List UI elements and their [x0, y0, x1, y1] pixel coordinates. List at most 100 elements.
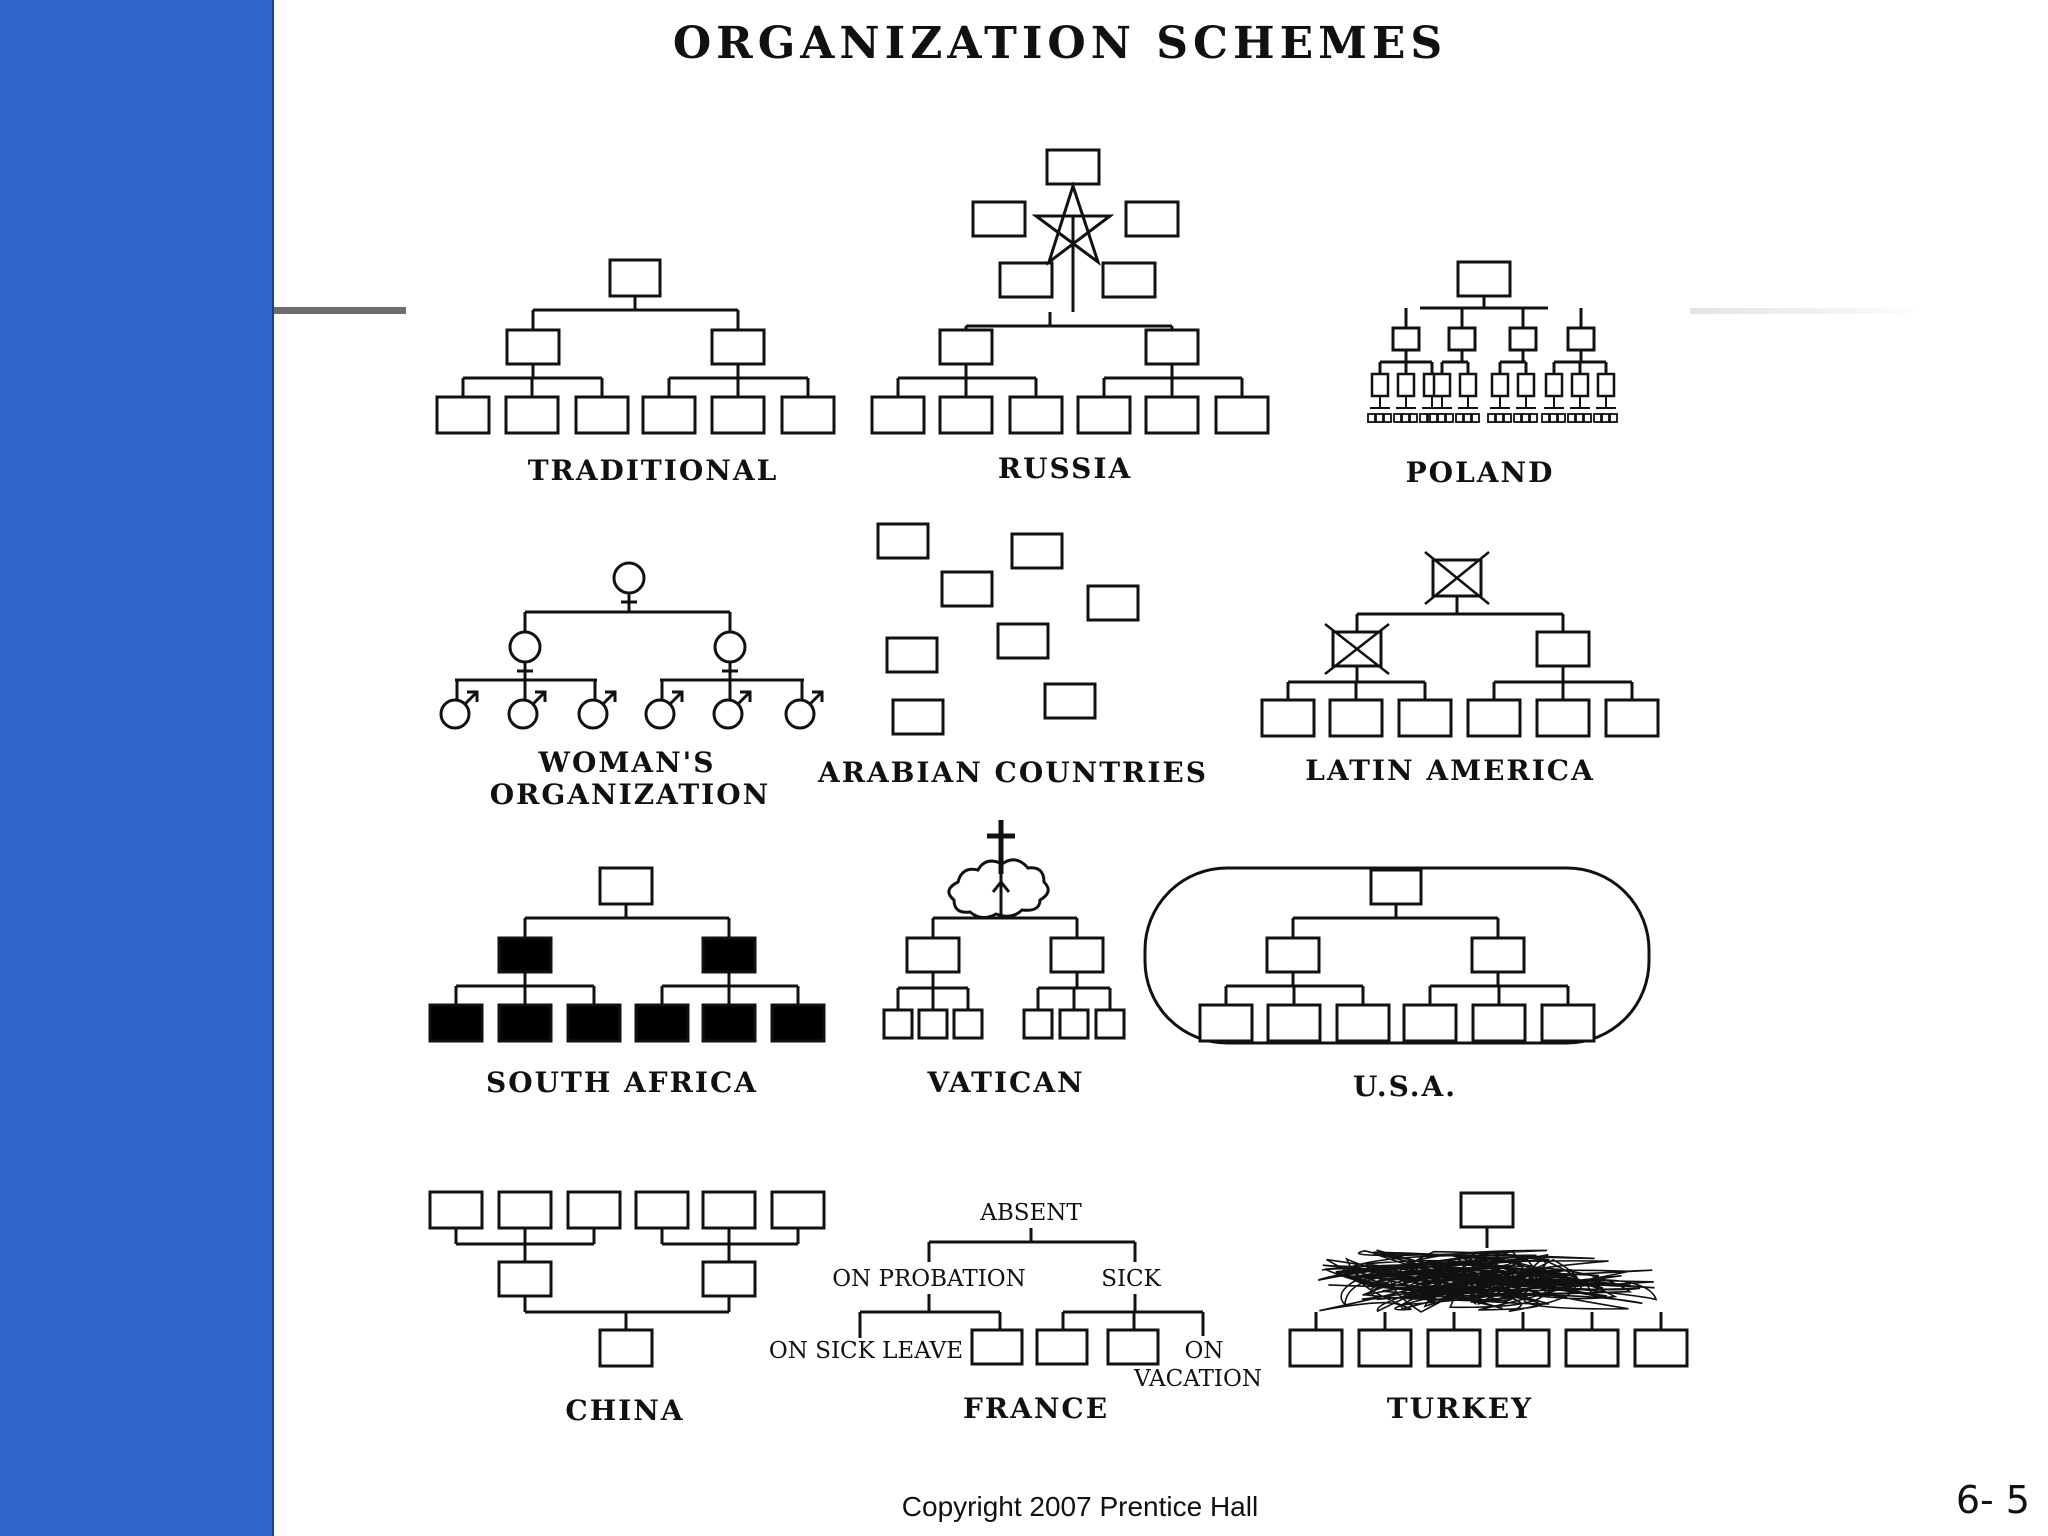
label-latin-america: LATIN AMERICA [1305, 754, 1595, 787]
female-middle-icon [508, 630, 542, 664]
leaf-box [1328, 698, 1384, 738]
leaf-box [780, 395, 836, 435]
male-icon [644, 698, 676, 730]
star-top-box [1045, 148, 1101, 186]
leaf-box [1357, 1328, 1413, 1368]
tiny-box [1521, 413, 1530, 423]
scattered-box [1043, 682, 1097, 720]
leaf-box [435, 395, 491, 435]
tiny-box [1487, 413, 1496, 423]
leaf-box [1035, 1328, 1089, 1366]
top-box [608, 258, 662, 298]
label-arabian-countries: ARABIAN COUNTRIES [817, 756, 1208, 789]
slide-title: ORGANIZATION SCHEMES [672, 18, 1448, 69]
male-icon [784, 698, 816, 730]
tiny-box [1367, 413, 1376, 423]
scattered-box [885, 636, 939, 674]
top-box [598, 866, 654, 906]
tiny-box [1429, 413, 1438, 423]
label-france: FRANCE [963, 1392, 1109, 1425]
male-symbol-arrow [668, 690, 684, 706]
leaf-box [1397, 698, 1453, 738]
scattered-box [1010, 532, 1064, 570]
middle-box [710, 328, 766, 366]
sub-box [1596, 372, 1616, 398]
leaf-box [634, 1003, 690, 1043]
female-top-icon [612, 561, 646, 595]
tiny-box [1463, 413, 1472, 423]
star-bottom-right-box [1101, 261, 1157, 299]
tiny-box [1529, 413, 1538, 423]
arrow-up-icon [991, 879, 1011, 893]
leaf-box [770, 1003, 826, 1043]
enclosing-capsule [1143, 866, 1651, 1045]
leaf-box [497, 1003, 553, 1043]
label-russia: RUSSIA [998, 452, 1132, 485]
sub-box [1516, 372, 1536, 398]
copyright-footer: Copyright 2007 Prentice Hall [901, 1491, 1259, 1522]
leaf-box [917, 1008, 949, 1040]
middle-box [1470, 936, 1526, 974]
middle-box [701, 936, 757, 974]
top-row-box [428, 1190, 484, 1230]
male-symbol-arrow [463, 690, 479, 706]
middle-box [1566, 326, 1596, 352]
tiny-box [1575, 413, 1584, 423]
middle-box [905, 936, 961, 974]
star-left-box [971, 200, 1027, 238]
sub-box [1432, 372, 1452, 398]
middle-box [497, 936, 553, 974]
male-symbol-arrow [601, 690, 617, 706]
leaf-box [504, 395, 560, 435]
star-right-box [1124, 200, 1180, 238]
tree-diagrams [428, 148, 1689, 1368]
sub-box [1490, 372, 1510, 398]
top-box [1369, 868, 1423, 906]
middle-box [1144, 328, 1200, 366]
tiny-box [1375, 413, 1384, 423]
leaf-box [1402, 1003, 1458, 1043]
tiny-box [1557, 413, 1566, 423]
title-rule-left [274, 307, 406, 314]
sub-box [1544, 372, 1564, 398]
middle-box [938, 328, 994, 366]
france-node-sick: SICK [1101, 1266, 1161, 1292]
male-symbol-head [672, 690, 684, 702]
middle-box [1508, 326, 1538, 352]
tiny-box [1567, 413, 1576, 423]
sub-box [1370, 372, 1390, 398]
leaf-box [1214, 395, 1270, 435]
middle-box [505, 328, 561, 366]
male-icon [507, 698, 539, 730]
male-symbol-head [467, 690, 479, 702]
leaf-box [710, 395, 766, 435]
tiny-box [1383, 413, 1392, 423]
middle-box [1391, 326, 1421, 352]
leaf-box [1426, 1328, 1482, 1368]
male-symbol-arrow [736, 690, 752, 706]
cloud-icon [947, 858, 1050, 919]
sub-box [1396, 372, 1416, 398]
tiny-box [1601, 413, 1610, 423]
tiny-box [1513, 413, 1522, 423]
leaf-box [1106, 1328, 1160, 1366]
scattered-box [996, 622, 1050, 660]
cross-line [1424, 551, 1490, 605]
top-row-box [701, 1190, 757, 1230]
leaf-box [1540, 1003, 1596, 1043]
label-poland: POLAND [1406, 456, 1555, 489]
leaf-box [566, 1003, 622, 1043]
tiny-box [1593, 413, 1602, 423]
tiny-box [1583, 413, 1592, 423]
female-middle-icon [713, 630, 747, 664]
leaf-box [1335, 1003, 1391, 1043]
title-rule-right [1690, 308, 1920, 314]
leaf-box [1564, 1328, 1620, 1368]
tiny-box [1409, 413, 1418, 423]
label-usa: U.S.A. [1353, 1070, 1457, 1103]
top-box [1456, 260, 1512, 298]
scattered-box [876, 522, 930, 560]
leaf-box [641, 395, 697, 435]
leaf-box [1466, 698, 1522, 738]
label-traditional: TRADITIONAL [528, 454, 779, 487]
